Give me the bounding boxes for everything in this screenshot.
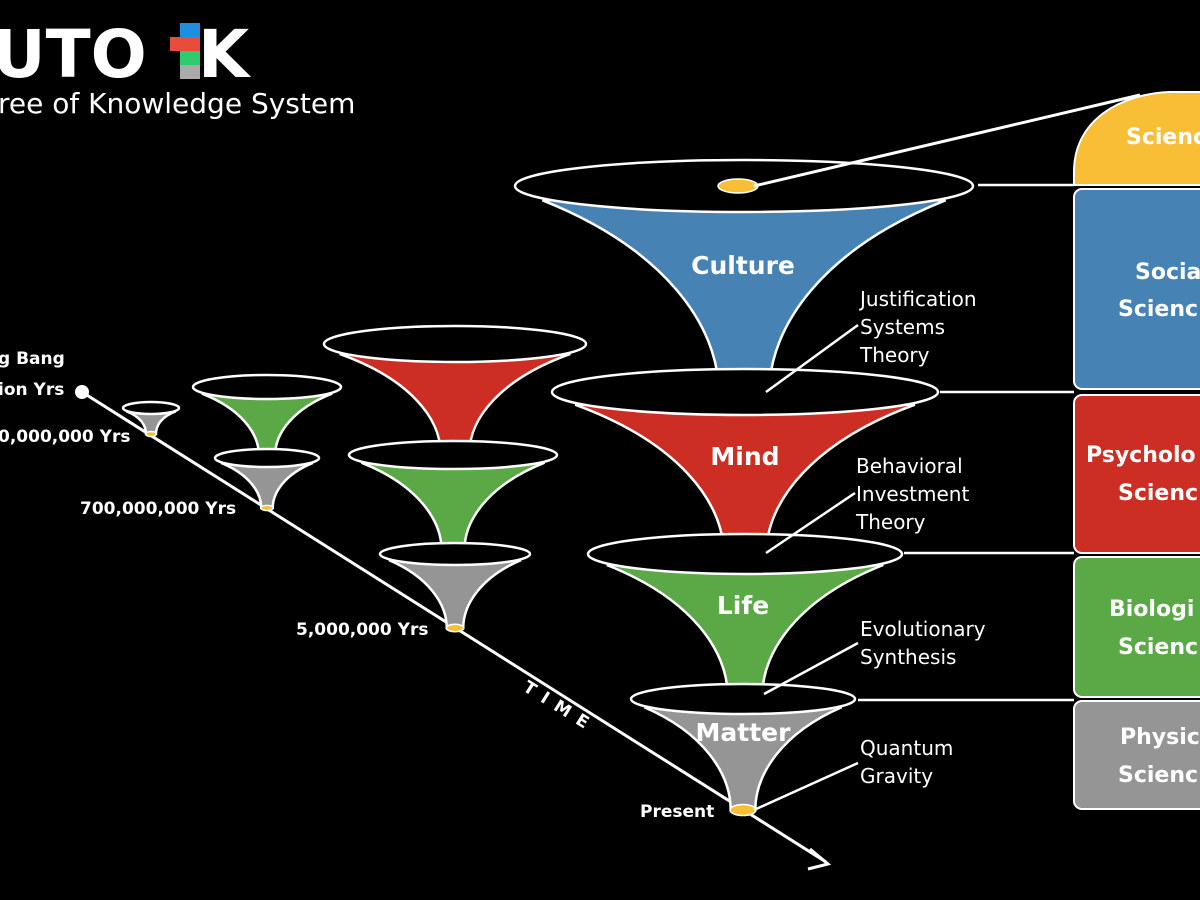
layer-culture: Culture bbox=[691, 251, 795, 280]
theory-labels: Justification Systems Theory Behavioral … bbox=[753, 287, 986, 812]
funnel-life-rim bbox=[586, 532, 904, 576]
theory-mind-2: Investment bbox=[856, 482, 969, 506]
subtitle: ree of Knowledge System bbox=[0, 87, 355, 120]
theory-life-2: Synthesis bbox=[860, 645, 956, 669]
science-connectors bbox=[858, 183, 1074, 702]
theory-culture-2: Systems bbox=[860, 315, 945, 339]
time-label: TIME bbox=[519, 677, 600, 738]
social-science-box bbox=[1073, 188, 1200, 390]
theory-culture-1: Justification bbox=[858, 287, 977, 311]
marker-bigbang-1: g Bang bbox=[0, 349, 65, 369]
psych-science-2: Scienc bbox=[1118, 481, 1198, 506]
marker-present: Present bbox=[640, 802, 714, 822]
funnel-5m-matter-rim bbox=[378, 541, 532, 567]
funnel-mind bbox=[550, 367, 940, 565]
marker-early: 0,000,000 Yrs bbox=[0, 427, 130, 447]
funnel-matter bbox=[629, 682, 857, 817]
science-pointer-line bbox=[753, 93, 1141, 188]
funnel-5m-life bbox=[347, 439, 559, 556]
layer-mind: Mind bbox=[710, 442, 779, 471]
funnel-5m-mind-body bbox=[339, 352, 571, 455]
phys-science-2: Scienc bbox=[1118, 763, 1198, 788]
social-science-2: Scienc bbox=[1118, 297, 1198, 322]
marker-5m: 5,000,000 Yrs bbox=[296, 620, 428, 640]
phys-science-1: Physic bbox=[1120, 725, 1200, 750]
funnel-matter-base-dot bbox=[729, 803, 757, 817]
theory-matter-2: Gravity bbox=[860, 764, 933, 788]
marker-700m: 700,000,000 Yrs bbox=[80, 499, 236, 519]
science-column: Scienc Socia Scienc Psycholo Scienc Biol… bbox=[1073, 91, 1200, 810]
logo-one-icon bbox=[170, 23, 200, 79]
marker-bigbang-2: ion Yrs bbox=[0, 380, 64, 400]
funnel-early-matter bbox=[121, 400, 181, 438]
layer-labels: Culture Mind Life Matter bbox=[691, 251, 795, 747]
logo-k: K bbox=[198, 16, 252, 93]
funnel-early-matter-base-dot bbox=[145, 430, 157, 438]
funnel-5m-life-body bbox=[361, 461, 545, 552]
logo: UTO K ree of Knowledge System bbox=[0, 16, 355, 120]
theory-matter-1: Quantum bbox=[860, 736, 953, 760]
layer-life: Life bbox=[717, 591, 769, 620]
culture-top-dot bbox=[717, 178, 759, 194]
funnel-5m-life-rim bbox=[347, 439, 559, 471]
psychological-science-box bbox=[1073, 394, 1200, 554]
theory-mind-1: Behavioral bbox=[856, 454, 963, 478]
science-cap bbox=[1073, 91, 1200, 186]
funnel-700m-matter bbox=[213, 447, 321, 512]
funnel-700m-matter-base-dot bbox=[260, 504, 274, 512]
funnel-early-matter-rim bbox=[121, 400, 181, 416]
big-bang-dot bbox=[75, 385, 89, 399]
funnel-matter-rim bbox=[629, 682, 857, 716]
funnel-700m-life bbox=[191, 373, 343, 460]
theory-life-1: Evolutionary bbox=[860, 617, 986, 641]
social-science-1: Socia bbox=[1135, 260, 1200, 285]
funnel-culture bbox=[513, 158, 975, 406]
bio-science-1: Biologi bbox=[1109, 597, 1194, 622]
funnel-700m-life-rim bbox=[191, 373, 343, 401]
funnels bbox=[121, 158, 975, 817]
theory-culture-3: Theory bbox=[859, 343, 930, 367]
psych-science-1: Psycholo bbox=[1086, 443, 1196, 468]
bio-science-2: Scienc bbox=[1118, 635, 1198, 660]
time-arrowhead-icon bbox=[807, 847, 832, 871]
logo-text: UTO bbox=[0, 16, 147, 93]
funnel-700m-matter-rim bbox=[213, 447, 321, 469]
funnel-5m-mind bbox=[322, 324, 588, 461]
theory-mind-3: Theory bbox=[855, 510, 926, 534]
funnel-5m-matter-body bbox=[388, 558, 522, 630]
science-cap-label: Scienc bbox=[1126, 125, 1200, 150]
funnel-mind-rim bbox=[550, 367, 940, 417]
layer-matter: Matter bbox=[696, 718, 792, 747]
funnel-700m-life-body bbox=[201, 392, 333, 457]
funnel-5m-matter-base-dot bbox=[445, 623, 465, 633]
funnel-5m-mind-rim bbox=[322, 324, 588, 364]
funnel-life bbox=[586, 532, 904, 705]
biological-science-box bbox=[1073, 556, 1200, 698]
funnel-life-body bbox=[606, 563, 884, 698]
physical-science-box bbox=[1073, 700, 1200, 810]
funnel-5m-matter bbox=[378, 541, 532, 633]
